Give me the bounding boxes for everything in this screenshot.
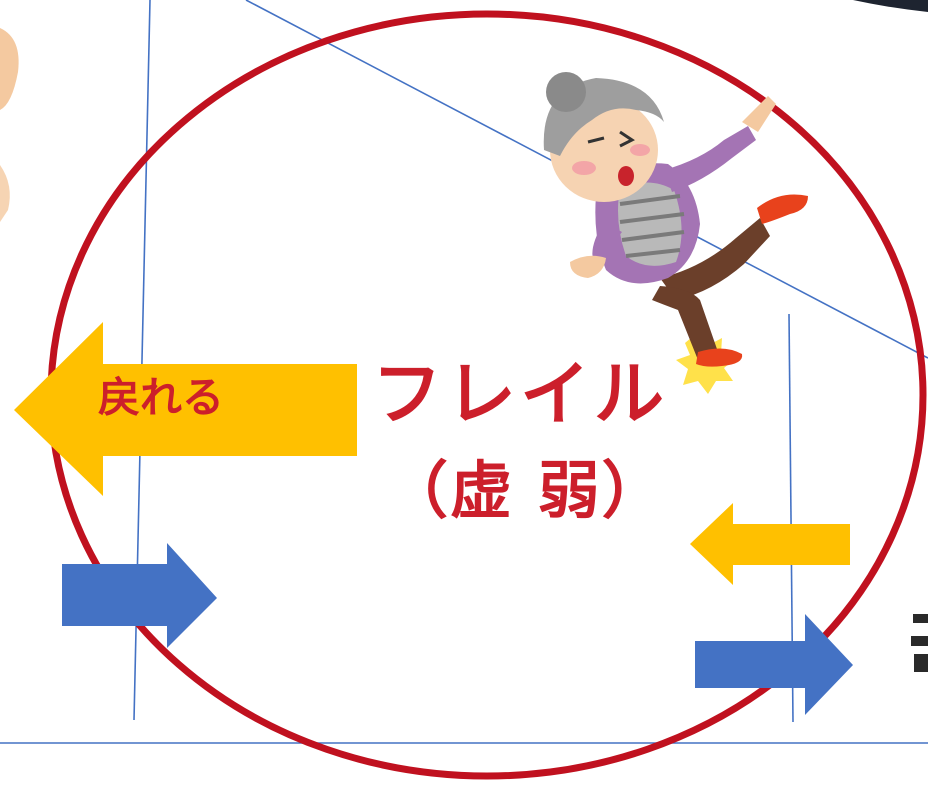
back-arrow-left: [14, 322, 357, 496]
forward-arrow-left: [62, 543, 217, 648]
back-arrow-label: 戻れる: [98, 373, 225, 422]
partial-figure-right-icon: [911, 614, 928, 672]
forward-arrow-right: [695, 614, 853, 715]
partial-figure-left-icon: [0, 28, 19, 222]
frailty-subtitle: （虚 弱）: [386, 454, 666, 527]
frailty-title: フレイル: [372, 353, 668, 435]
top-right-edge: [853, 0, 928, 12]
elderly-woman-falling-icon: [543, 72, 808, 394]
back-arrow-right: [690, 503, 850, 585]
